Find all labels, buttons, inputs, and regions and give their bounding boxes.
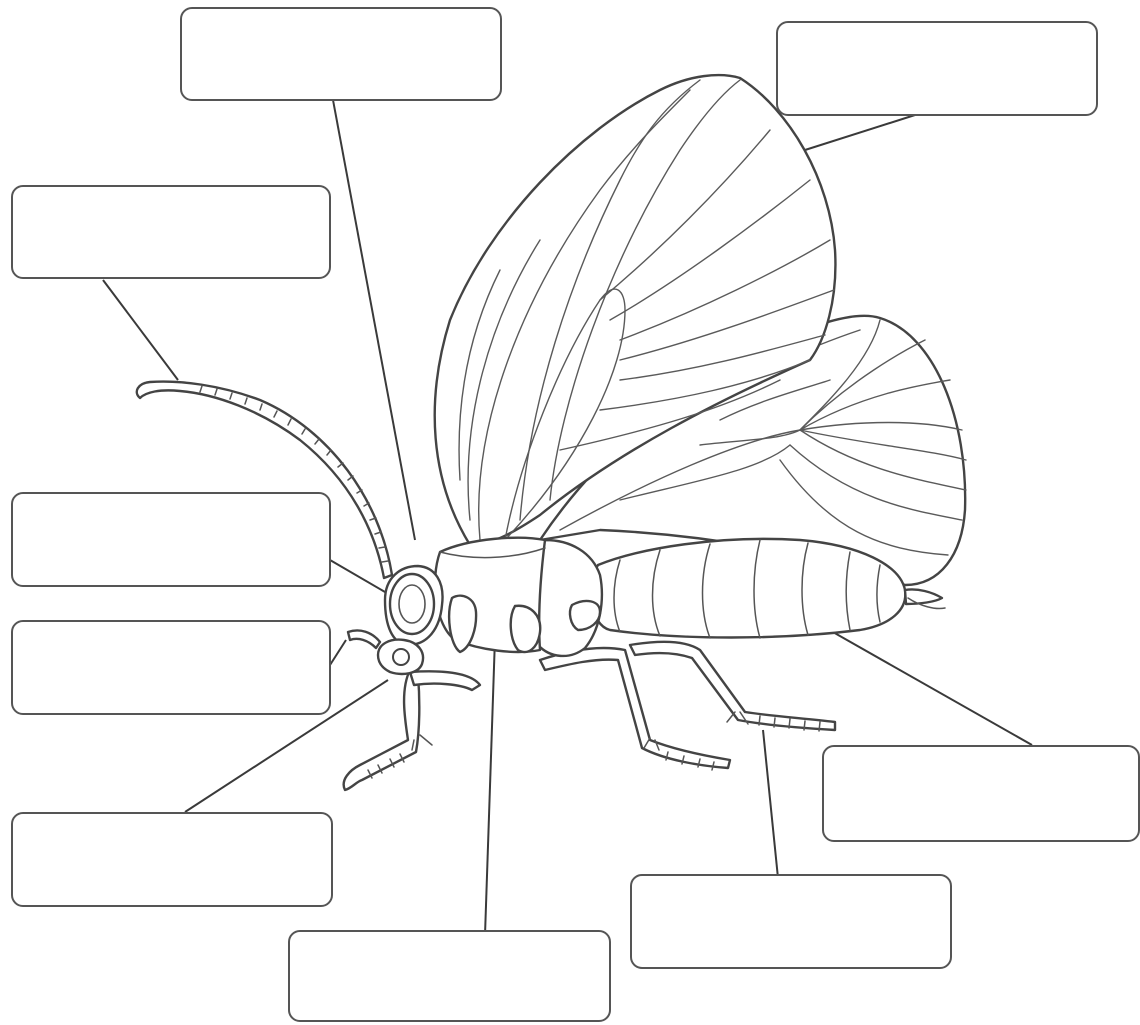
- leader-line-bottom-right-center: [763, 730, 778, 878]
- label-box-bottom-right-center[interactable]: [630, 874, 952, 969]
- label-box-top-center[interactable]: [180, 7, 502, 101]
- label-box-right[interactable]: [822, 745, 1140, 842]
- leader-line-mid-left: [330, 560, 385, 592]
- leader-line-upper-left: [103, 280, 178, 380]
- head: [348, 566, 443, 674]
- label-box-top-right[interactable]: [776, 21, 1098, 116]
- leader-line-lower-left: [330, 640, 346, 665]
- label-box-mid-left[interactable]: [11, 492, 331, 587]
- leader-line-top-right: [805, 115, 915, 150]
- thorax: [435, 538, 602, 656]
- label-box-bottom-center[interactable]: [288, 930, 611, 1022]
- label-box-upper-left[interactable]: [11, 185, 331, 279]
- label-box-lower-left[interactable]: [11, 620, 331, 715]
- label-box-bottom-left[interactable]: [11, 812, 333, 907]
